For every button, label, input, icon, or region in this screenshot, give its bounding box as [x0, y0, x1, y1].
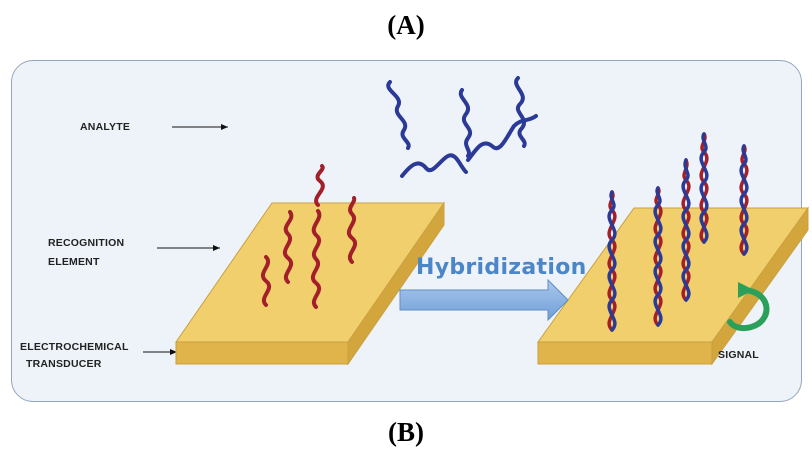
- transducer-label-line2: TRANSDUCER: [26, 358, 102, 370]
- double-helix-dna: [653, 186, 663, 327]
- left-electrode-platform: [175, 201, 445, 366]
- ssdna-strand: [514, 76, 527, 148]
- double-helix-dna: [739, 144, 749, 256]
- recognition-label-line1: RECOGNITION: [48, 237, 125, 249]
- ssdna-strand: [346, 196, 358, 264]
- ssdna-strand: [260, 255, 272, 307]
- double-helix-dna: [681, 158, 691, 302]
- hybridized-dna-helices: [607, 132, 749, 332]
- double-helix-dna: [699, 132, 709, 244]
- ssdna-strand: [458, 88, 472, 158]
- panel-label-a: (A): [387, 10, 425, 40]
- analyte-dna-strands: [386, 76, 538, 178]
- double-helix-dna: [607, 190, 617, 332]
- ssdna-strand: [310, 209, 322, 309]
- ssdna-strand: [282, 210, 294, 284]
- probe-dna-strands: [260, 164, 358, 309]
- ssdna-strand: [314, 164, 325, 207]
- analyte-label: ANALYTE: [80, 121, 131, 133]
- signal-label: SIGNAL: [718, 349, 759, 361]
- curved-signal-arrow-icon: [727, 282, 770, 332]
- right-electrode-platform: [537, 206, 809, 366]
- ssdna-strand: [386, 80, 411, 150]
- hybridization-label: Hybridization: [416, 255, 587, 280]
- ssdna-strand: [400, 153, 468, 178]
- panel-label-b: (B): [388, 417, 424, 447]
- ssdna-strand: [466, 114, 538, 162]
- recognition-label-line2: ELEMENT: [48, 256, 100, 268]
- hybridization-arrow: [399, 278, 569, 322]
- transducer-label-line1: ELECTROCHEMICAL: [20, 341, 129, 353]
